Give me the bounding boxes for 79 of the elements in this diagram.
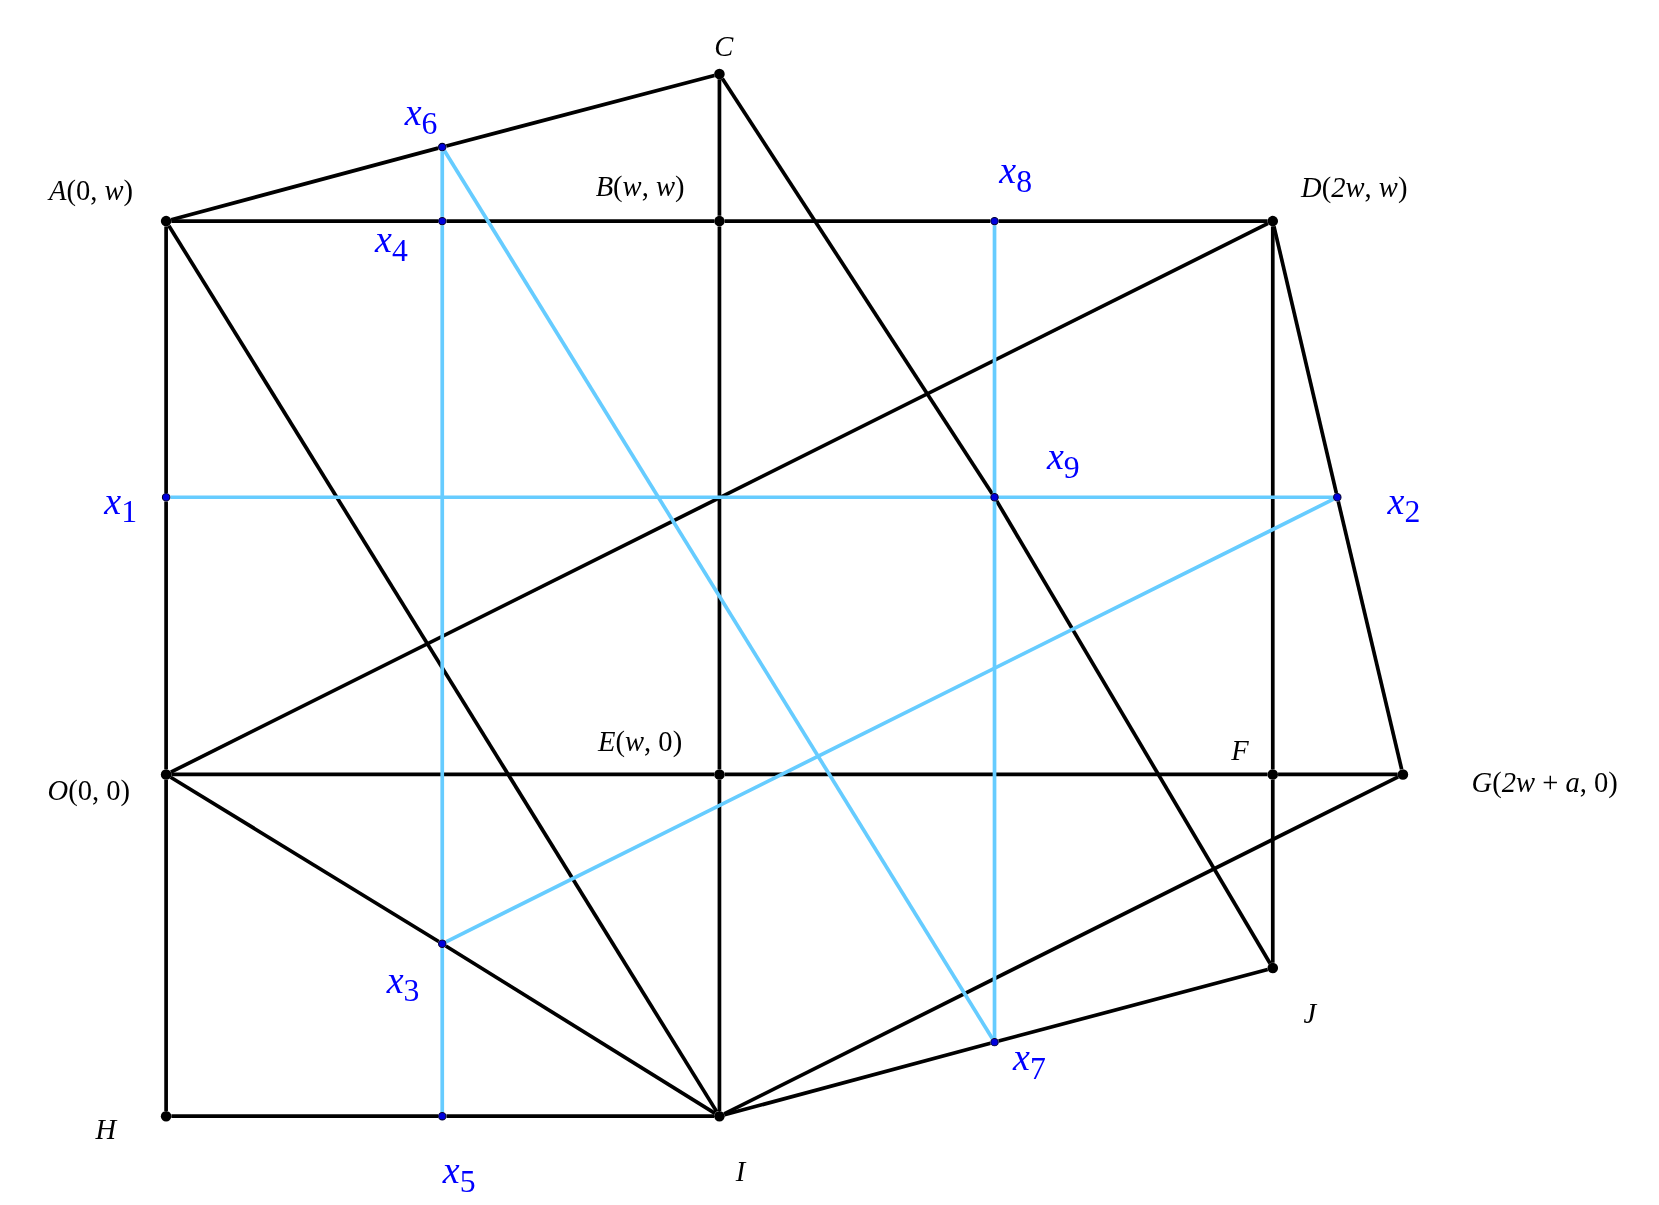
- point-label: x$_{7}$: [1013, 1038, 1046, 1084]
- line-segment: [1336, 500, 1404, 770]
- point-dot: [714, 215, 725, 227]
- line-segment: [992, 225, 997, 494]
- line-segment: [171, 1114, 438, 1119]
- point-label: x$_{2}$: [1387, 481, 1421, 528]
- line-segment: [724, 772, 1268, 777]
- point-dot: [160, 769, 172, 780]
- point-dot: [1267, 769, 1279, 780]
- line-segment: [1270, 779, 1275, 963]
- line-segment: [720, 77, 994, 495]
- line-segment: [1272, 225, 1339, 494]
- point-dot: [714, 68, 725, 80]
- line-segment: [717, 79, 722, 216]
- point-dot: [438, 939, 447, 948]
- point-label: J: [1303, 999, 1317, 1028]
- point-label: F: [1231, 736, 1249, 766]
- point-dot: [1267, 215, 1279, 227]
- point-dot: [714, 1110, 725, 1122]
- line-segment: [171, 772, 715, 777]
- point-dot: [990, 216, 999, 226]
- line-segment: [442, 149, 994, 1040]
- line-segment: [998, 967, 1269, 1043]
- line-segment: [717, 226, 722, 770]
- point-label: G(2w + a, 0): [1471, 768, 1618, 798]
- line-segment: [169, 775, 440, 944]
- point-label: B(w, w): [595, 173, 685, 202]
- point-dot: [438, 1111, 447, 1121]
- line-segment: [170, 221, 1269, 774]
- point-label: I: [735, 1158, 746, 1187]
- point-dot: [1267, 962, 1279, 974]
- line-segment: [170, 146, 439, 222]
- point-label: x$_{1}$: [104, 481, 137, 528]
- line-segment: [717, 779, 722, 1111]
- point-label: x$_{4}$: [375, 220, 408, 267]
- point-label: x$_{3}$: [386, 961, 420, 1007]
- line-segment: [1270, 226, 1275, 770]
- point-dot: [161, 493, 171, 502]
- line-segment: [446, 1114, 715, 1119]
- line-segment: [998, 219, 1268, 223]
- line-segment: [724, 219, 991, 223]
- line-segment: [170, 495, 991, 500]
- point-dot: [160, 1110, 172, 1122]
- point-dot: [1333, 493, 1342, 502]
- point-dot: [160, 215, 172, 227]
- line-segment: [164, 779, 168, 1111]
- line-segment: [164, 226, 168, 494]
- point-label: H: [95, 1115, 117, 1145]
- point-label: D(2w, w): [1301, 174, 1408, 203]
- line-segment: [440, 151, 445, 217]
- point-dot: [438, 142, 447, 152]
- point-label: C: [714, 32, 734, 61]
- point-dot: [990, 493, 999, 502]
- line-segment: [164, 501, 168, 770]
- line-segment: [445, 73, 715, 148]
- point-label: x$_{9}$: [1046, 437, 1080, 484]
- line-segment: [167, 224, 719, 1113]
- line-segment: [998, 495, 1334, 500]
- point-dot: [438, 216, 447, 226]
- line-segment: [1278, 772, 1398, 777]
- line-segment: [444, 944, 716, 1115]
- point-label: A(0, w): [48, 177, 134, 206]
- point-label: E(w, 0): [598, 727, 683, 756]
- line-segment: [445, 497, 1335, 944]
- line-segment: [440, 225, 445, 940]
- point-label: O(0, 0): [47, 777, 131, 806]
- point-dot: [1397, 769, 1409, 780]
- line-segment: [992, 501, 997, 1038]
- point-dot: [990, 1037, 999, 1047]
- line-segment: [723, 775, 1399, 1116]
- line-segment: [440, 947, 445, 1112]
- line-segment: [446, 219, 715, 223]
- line-segment: [995, 499, 1272, 965]
- point-label: x$_{8}$: [999, 151, 1033, 198]
- line-segment: [724, 1041, 991, 1117]
- point-label: x$_{5}$: [442, 1151, 476, 1198]
- point-dot: [714, 769, 725, 780]
- point-label: x$_{6}$: [404, 93, 438, 140]
- line-segment: [171, 219, 438, 223]
